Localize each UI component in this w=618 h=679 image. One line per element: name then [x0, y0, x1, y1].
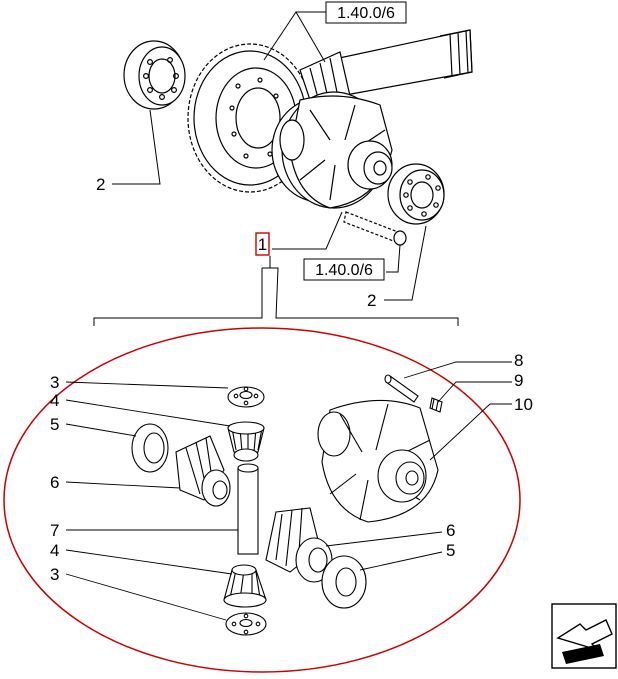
callout-right-bottom-1: 6 [446, 521, 455, 540]
callout-left-1: 3 [50, 373, 59, 392]
thrust-washer-bottom [225, 612, 267, 636]
side-washer-right [321, 555, 367, 609]
cross-shaft [237, 463, 259, 555]
callout-right-top-3: 10 [514, 395, 533, 414]
differential-housing-exploded [317, 399, 439, 523]
exploded-parts [131, 374, 443, 636]
callout-left-2: 4 [50, 391, 59, 410]
ref-label-middle: 1.40.0/6 [315, 262, 373, 279]
thrust-washer-top [227, 386, 265, 408]
callout-left-6: 4 [50, 541, 59, 560]
callout-bearing-left: 2 [96, 175, 105, 194]
callout-bearing-right: 2 [367, 291, 376, 310]
top-assembly [123, 29, 473, 246]
bearing-left [123, 40, 186, 110]
exploded-leaders [65, 361, 512, 621]
lock-pin [384, 374, 419, 403]
side-gear-right [265, 507, 333, 583]
side-gear-left [175, 435, 231, 507]
arrow-icon[interactable] [551, 603, 617, 669]
ref-box-top[interactable]: 1.40.0/6 [325, 1, 407, 24]
assembly-item-label: 1 [258, 235, 267, 254]
callout-left-5: 7 [50, 521, 59, 540]
pinion-gear-top [227, 421, 265, 462]
ref-label-top: 1.40.0/6 [337, 5, 395, 22]
callout-left-3: 5 [50, 415, 59, 434]
callout-left-7: 3 [50, 565, 59, 584]
callout-right-top-1: 8 [514, 351, 523, 370]
callout-right-top-2: 9 [514, 371, 523, 390]
callout-right-bottom-2: 5 [446, 541, 455, 560]
pinion-shaft [299, 29, 473, 101]
highlight-ellipse [3, 327, 521, 673]
bearing-right [387, 163, 445, 225]
assembly-item-box[interactable]: 1 [255, 232, 270, 256]
side-washer-left [131, 423, 169, 473]
differential-housing-top [271, 91, 393, 209]
exploded-callouts: 3 4 5 6 7 4 3 8 9 10 6 5 [50, 351, 533, 584]
top-leaders [93, 11, 459, 326]
ref-box-middle[interactable]: 1.40.0/6 [303, 258, 385, 281]
callout-left-4: 6 [50, 473, 59, 492]
bolt [343, 211, 407, 246]
pinion-gear-bottom [223, 564, 267, 608]
